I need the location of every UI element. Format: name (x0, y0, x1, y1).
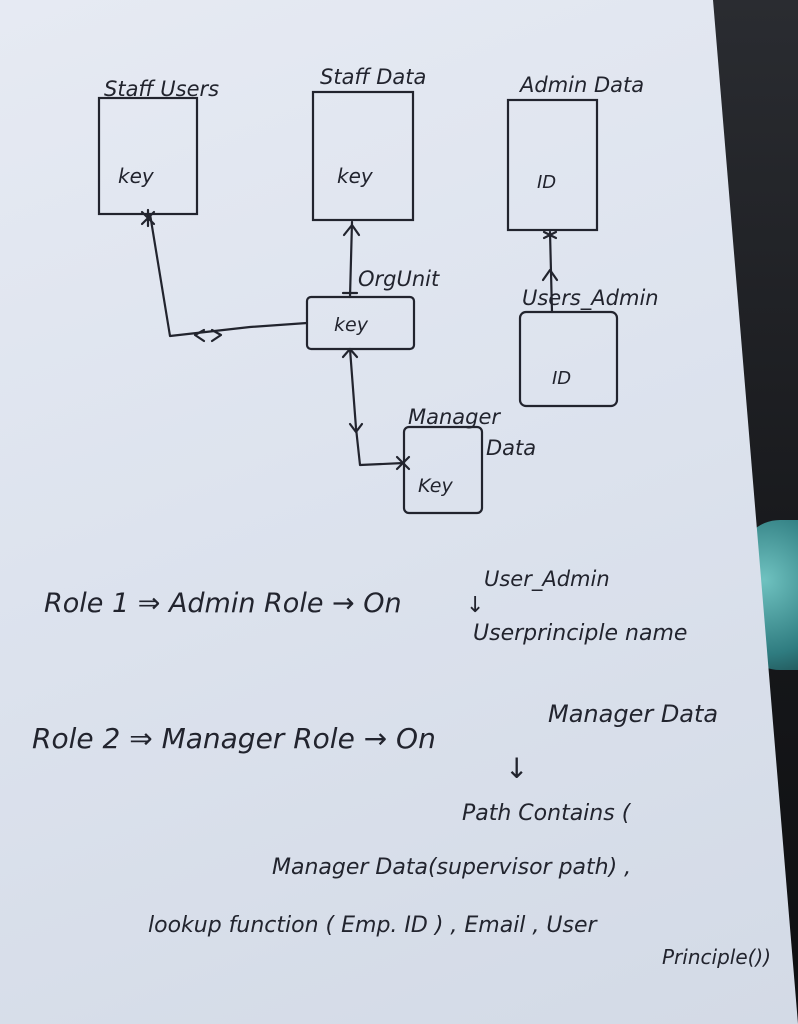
role2-detail-line2: Manager Data(supervisor path) , (272, 855, 631, 880)
role2-detail-line4: Principle()) (662, 945, 771, 969)
entity-title: Users_Admin (522, 286, 659, 311)
entity-field: ID (552, 368, 571, 389)
entity-users-admin: Users_Admin ID (518, 286, 659, 408)
arrowhead (348, 422, 364, 434)
role1-detail: Userprinciple name (473, 621, 687, 646)
arrowhead (541, 268, 559, 282)
role2-target: Manager Data (548, 700, 718, 728)
entity-title: Staff Data (320, 65, 426, 89)
entity-title: OrgUnit (358, 267, 440, 291)
entity-field: key (334, 314, 369, 336)
role2-arrow: ↓ (505, 752, 528, 785)
entity-org-unit: OrgUnit key (305, 267, 440, 351)
entity-title: Admin Data (518, 73, 644, 97)
many-marker (140, 208, 156, 228)
note-role2: Role 2 ⇒ Manager Role → On Manager Data … (32, 700, 771, 969)
role1-target: User_Admin (484, 567, 610, 592)
entity-field: ID (537, 172, 556, 193)
entity-title-line2: Data (486, 436, 536, 460)
entity-admin-data: Admin Data ID (506, 73, 644, 232)
arrowhead (342, 223, 361, 237)
connector-line (348, 220, 354, 299)
entity-title-line1: Manager (408, 405, 501, 429)
note-role1: Role 1 ⇒ Admin Role → On User_Admin ↓ Us… (44, 567, 687, 646)
arrowhead (210, 328, 223, 343)
entity-field: key (337, 164, 374, 188)
entity-staff-users: Staff Users key (97, 77, 219, 216)
relationship-usersadmin-admindata (541, 230, 559, 314)
role1-arrow: ↓ (466, 593, 484, 618)
relationship-orgunit-staffdata (341, 220, 361, 299)
entity-box (506, 98, 599, 232)
entity-staff-data: Staff Data key (311, 65, 426, 222)
entity-field: key (118, 164, 155, 188)
entity-box (402, 425, 484, 515)
role1-line: Role 1 ⇒ Admin Role → On (44, 588, 402, 619)
role2-detail-line3: lookup function ( Emp. ID ) , Email , Us… (148, 913, 598, 938)
relationship-orgunit-staffusers (140, 208, 309, 343)
arrowhead (193, 328, 206, 343)
many-marker (542, 230, 558, 240)
arrowhead (341, 347, 359, 359)
entity-manager-data: Manager Data Key (402, 405, 536, 515)
entity-field: Key (418, 475, 453, 497)
entity-box (518, 310, 619, 408)
entity-box (311, 90, 415, 222)
connector-line (148, 212, 309, 338)
many-marker (395, 455, 411, 471)
role2-detail-line1: Path Contains ( (462, 801, 632, 826)
entity-box (97, 96, 199, 216)
role2-line: Role 2 ⇒ Manager Role → On (32, 722, 436, 755)
connector-line (348, 347, 406, 467)
relationship-orgunit-managerdata (341, 347, 411, 471)
